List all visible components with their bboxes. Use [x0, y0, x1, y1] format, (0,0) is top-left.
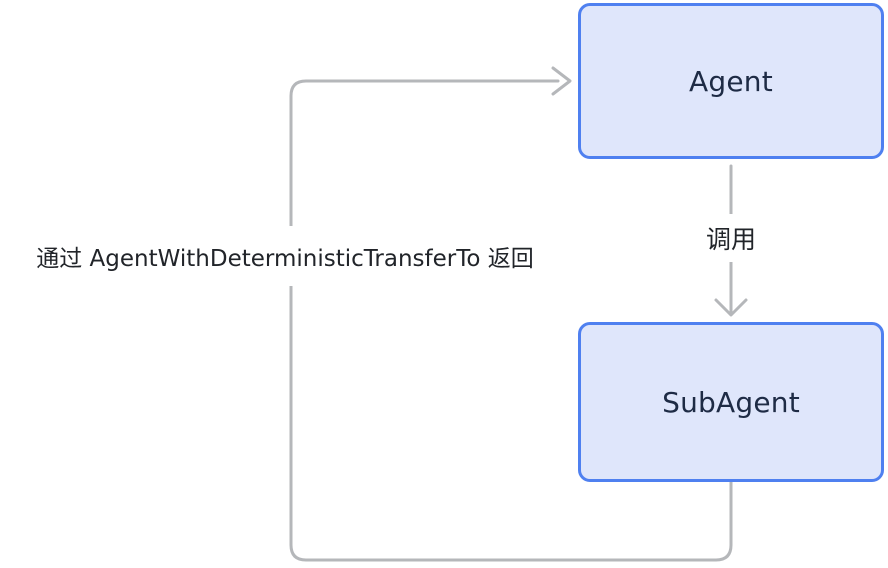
agent-node: Agent [578, 3, 884, 159]
return-edge-line [289, 79, 733, 562]
subagent-node-label: SubAgent [662, 385, 800, 419]
call-edge-label: 调用 [695, 214, 767, 262]
subagent-node: SubAgent [578, 322, 884, 482]
call-edge-arrowhead-icon [714, 298, 748, 317]
return-edge-arrowhead-icon [551, 66, 572, 96]
return-edge-label: 通过 AgentWithDeterministicTransferTo 返回 [30, 226, 540, 286]
agent-node-label: Agent [689, 64, 773, 98]
